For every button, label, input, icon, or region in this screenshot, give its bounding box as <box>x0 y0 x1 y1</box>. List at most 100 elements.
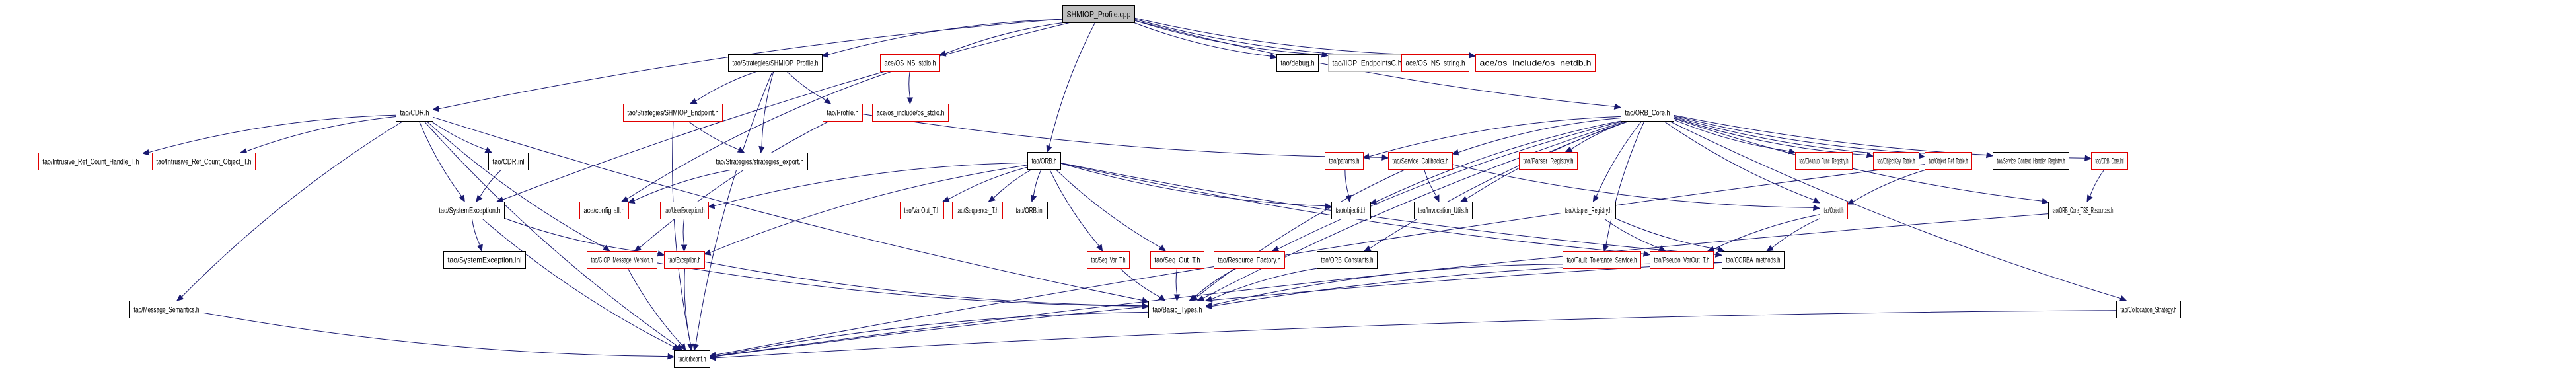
node-basic-types-h[interactable]: tao/Basic_Types.h <box>1148 301 1206 318</box>
node-box <box>1722 251 1785 269</box>
arrowhead-icon <box>1714 251 1723 258</box>
node-box <box>488 153 529 170</box>
node-orb-core-h[interactable]: tao/ORB_Core.h <box>1621 104 1674 122</box>
node-label: tao/Intrusive_Ref_Count_Handle_T.h <box>43 157 139 166</box>
node-label: tao/Message_Semantics.h <box>134 305 200 314</box>
node-cleanup-func-registry-h[interactable]: tao/Cleanup_Func_Registry.h <box>1795 152 1853 170</box>
arrowhead-icon <box>1204 303 1212 310</box>
node-os-stdio-h[interactable]: ace/os_include/os_stdio.h <box>872 104 949 122</box>
node-box <box>1148 301 1206 318</box>
node-cdr-h[interactable]: tao/CDR.h <box>396 104 433 122</box>
node-service-context-handler-registry-h[interactable]: tao/Service_Context_Handler_Registry.h <box>1993 152 2069 170</box>
node-message-semantics-h[interactable]: tao/Message_Semantics.h <box>129 301 203 318</box>
edge-userexception_h-to-exception_h <box>681 218 688 252</box>
node-debug-h[interactable]: tao/debug.h <box>1276 54 1319 72</box>
node-orb-constants-h[interactable]: tao/ORB_Constants.h <box>1317 251 1378 269</box>
node-corba-methods-h[interactable]: tao/CORBA_methods.h <box>1722 251 1785 269</box>
node-orbconf-h[interactable]: tao/orbconf.h <box>674 350 710 368</box>
node-label: tao/CDR.h <box>400 108 429 118</box>
node-object-ref-table-h[interactable]: tao/Object_Ref_Table.h <box>1925 152 1972 170</box>
arrowhead-icon <box>2119 295 2127 301</box>
edge-line <box>1603 218 1660 249</box>
edge-shmiop_profile_h-to-orbconf_h <box>692 71 773 352</box>
node-seq-out-t-h[interactable]: tao/Seq_Out_T.h <box>1150 251 1204 269</box>
edge-line <box>181 120 404 297</box>
node-objectid-h[interactable]: tao/objectid.h <box>1331 202 1371 219</box>
edge-orb_h-to-orb_inl <box>1030 168 1042 203</box>
node-cdr-inl[interactable]: tao/CDR.inl <box>488 153 529 170</box>
edge-line <box>1376 120 1621 202</box>
node-sequence-t-h[interactable]: tao/Sequence_T.h <box>952 202 1003 219</box>
node-box <box>660 202 709 219</box>
node-varout-t-h[interactable]: tao/VarOut_T.h <box>900 202 944 219</box>
edge-message_semantics_h-to-orbconf_h <box>202 312 675 360</box>
node-os-ns-stdio-h[interactable]: ace/OS_NS_stdio.h <box>880 54 940 72</box>
node-irc-handle-h[interactable]: tao/Intrusive_Ref_Count_Handle_T.h <box>38 153 143 170</box>
node-shmiop-endpoint-h[interactable]: tao/Strategies/SHMIOP_Endpoint.h <box>623 104 723 122</box>
edge-orb_h-to-seq_out_t_h <box>1055 168 1166 252</box>
node-userexception-h[interactable]: tao/UserException.h <box>660 202 709 219</box>
node-label: tao/Resource_Factory.h <box>1218 256 1281 265</box>
node-giop-message-version-h[interactable]: tao/GIOP_Message_Version.h <box>587 251 657 269</box>
edge-orb_h-to-exception_h <box>703 165 1028 256</box>
node-box <box>1475 54 1596 72</box>
arrowhead-icon <box>1381 154 1389 161</box>
node-fault-tolerance-service-h[interactable]: tao/Fault_Tolerance_Service.h <box>1563 251 1641 269</box>
node-config-all-h[interactable]: ace/config-all.h <box>579 202 629 219</box>
edge-root-to-os_netdb_h <box>1134 17 1477 59</box>
node-orb-h[interactable]: tao/ORB.h <box>1027 152 1061 170</box>
node-irc-object-h[interactable]: tao/Intrusive_Ref_Count_Object_T.h <box>152 153 256 170</box>
edge-shmiop_profile_h-to-shmiop_endpoint_h <box>689 71 758 104</box>
edge-profile_h-to-service_callbacks_h <box>862 114 1389 161</box>
node-os-netdb-h[interactable]: ace/os_include/os_netdb.h <box>1475 54 1596 72</box>
node-label: tao/Object_Ref_Table.h <box>1929 157 1968 166</box>
node-systemexception-inl[interactable]: tao/SystemException.inl <box>443 251 526 269</box>
edge-line <box>993 168 1033 198</box>
node-orb-inl[interactable]: tao/ORB.inl <box>1012 202 1048 219</box>
node-systemexception-h[interactable]: tao/SystemException.h <box>435 202 505 219</box>
node-box <box>1519 152 1578 170</box>
node-label: ace/os_include/os_stdio.h <box>877 108 945 118</box>
node-label: tao/Strategies/strategies_export.h <box>716 157 804 166</box>
node-orb-core-tss-resources-h[interactable]: tao/ORB_Core_TSS_Resources.h <box>2048 202 2117 219</box>
node-root: SHMIOP_Profile.cpp <box>1062 5 1135 23</box>
node-iiop-endpointsc-h[interactable]: tao/IIOP_EndpointsC.h <box>1328 54 1406 72</box>
node-profile-h[interactable]: tao/Profile.h <box>823 104 863 122</box>
edge-object_h-to-pseudo_varout_t_h <box>1707 214 1820 252</box>
node-label: tao/Invocation_Utils.h <box>1418 206 1469 215</box>
node-strategies-export-h[interactable]: tao/Strategies/strategies_export.h <box>712 153 808 170</box>
edge-systemexception_h-to-orbconf_h <box>482 218 680 351</box>
node-seq-var-t-h[interactable]: tao/Seq_Var_T.h <box>1087 251 1130 269</box>
node-shmiop-profile-h[interactable]: tao/Strategies/SHMIOP_Profile.h <box>728 54 823 72</box>
node-adapter-registry-h[interactable]: tao/Adapter_Registry.h <box>1561 202 1616 219</box>
node-box <box>712 153 808 170</box>
node-orb-core-inl[interactable]: tao/ORB_Core.inl <box>2091 152 2128 170</box>
node-service-callbacks-h[interactable]: tao/Service_Callbacks.h <box>1388 152 1453 170</box>
edge-line <box>715 311 1149 357</box>
node-label: tao/Sequence_T.h <box>957 206 999 215</box>
node-box <box>1062 5 1135 23</box>
node-pseudo-varout-t-h[interactable]: tao/Pseudo_VarOut_T.h <box>1650 251 1714 269</box>
node-object-h[interactable]: tao/Object.h <box>1820 202 1848 219</box>
node-resource-factory-h[interactable]: tao/Resource_Factory.h <box>1214 251 1285 269</box>
arrowhead-icon <box>484 147 493 153</box>
node-objectkey-table-h[interactable]: tao/ObjectKey_Table.h <box>1873 152 1919 170</box>
arrowhead-icon <box>431 105 440 112</box>
node-invocation-utils-h[interactable]: tao/Invocation_Utils.h <box>1414 202 1473 219</box>
edge-line <box>2089 168 2105 197</box>
node-params-h[interactable]: tao/params.h <box>1325 152 1364 170</box>
node-label: tao/Profile.h <box>827 108 859 118</box>
edge-line <box>1055 168 1161 248</box>
node-box <box>1328 54 1406 72</box>
edge-shmiop_profile_h-to-profile_h <box>786 71 832 104</box>
edge-line <box>482 218 675 348</box>
arrowhead-icon <box>1451 149 1459 156</box>
edge-line <box>1049 168 1100 246</box>
node-exception-h[interactable]: tao/Exception.h <box>664 251 705 269</box>
node-collocation-strategy-h[interactable]: tao/Collocation_Strategy.h <box>2116 301 2181 318</box>
node-os-ns-string-h[interactable]: ace/OS_NS_string.h <box>1401 54 1469 72</box>
node-parser-registry-h[interactable]: tao/Parser_Registry.h <box>1519 152 1578 170</box>
edge-line <box>1673 114 2086 159</box>
edge-line <box>761 71 774 147</box>
edge-shmiop_endpoint_h-to-orbconf_h <box>672 120 694 352</box>
